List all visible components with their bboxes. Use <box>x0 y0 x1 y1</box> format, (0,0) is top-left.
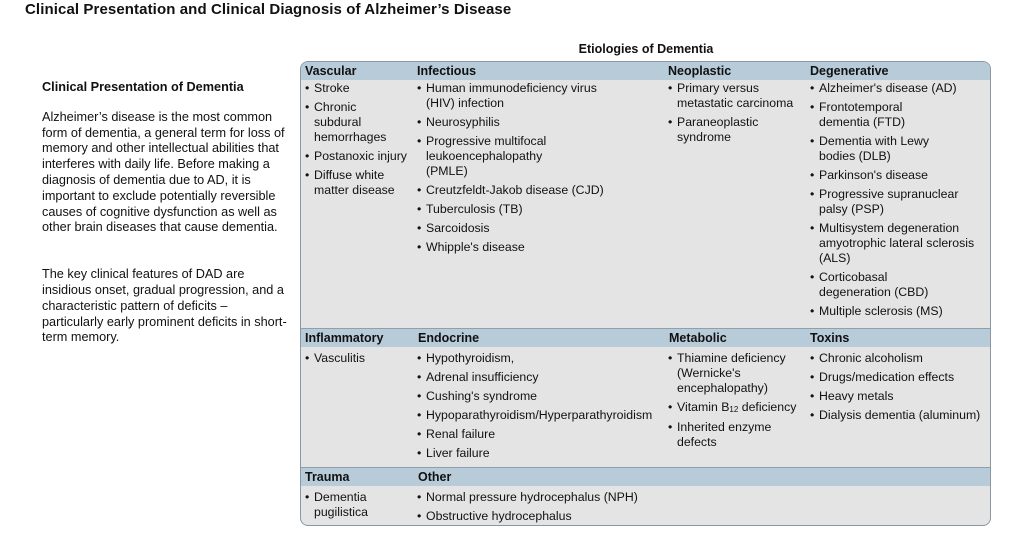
list-item: Drugs/medication effects <box>810 370 990 385</box>
list-item: Cushing's syndrome <box>417 389 667 404</box>
cell-toxins: Chronic alcoholism Drugs/medication effe… <box>810 351 990 427</box>
list-item: Tuberculosis (TB) <box>417 202 597 217</box>
list-item: Creutzfeldt-Jakob disease (CJD) <box>417 183 646 198</box>
header-endocrine: Endocrine <box>418 331 480 345</box>
cell-vascular: Stroke Chronic subdural hemorrhages Post… <box>305 81 413 202</box>
list-item: Dementia with Lewy bodies (DLB) <box>810 134 959 164</box>
list-item: Dementia pugilistica <box>305 490 384 520</box>
page-title: Clinical Presentation and Clinical Diagn… <box>25 1 512 18</box>
list-item: Corticobasal degeneration (CBD) <box>810 270 959 300</box>
list-item: Normal pressure hydrocephalus (NPH) <box>417 490 677 505</box>
list-item: Thiamine deficiency (Wernicke's encephal… <box>668 351 802 396</box>
list-item: Primary versus metastatic carcinoma <box>668 81 807 111</box>
list-item: Paraneoplastic syndrome <box>668 115 777 145</box>
list-item: Liver failure <box>417 446 667 461</box>
header-row-1: Vascular Infectious Neoplastic Degenerat… <box>301 62 990 80</box>
cell-inflammatory: Vasculitis <box>305 351 413 370</box>
sidebar-heading: Clinical Presentation of Dementia <box>42 80 244 94</box>
list-item: Multiple sclerosis (MS) <box>810 304 988 319</box>
list-item: Obstructive hydrocephalus <box>417 509 677 524</box>
header-row-3: Trauma Other <box>301 467 990 486</box>
list-item: Renal failure <box>417 427 667 442</box>
list-item: Dialysis dementia (aluminum) <box>810 408 990 423</box>
vitamin-tail: deficiency <box>738 400 797 414</box>
vitamin-subscript: 12 <box>729 405 739 414</box>
sidebar-paragraph-2: The key clinical features of DAD are ins… <box>42 267 287 345</box>
cell-metabolic: Thiamine deficiency (Wernicke's encephal… <box>668 351 808 454</box>
header-infectious: Infectious <box>417 64 477 78</box>
list-item: Alzheimer's disease (AD) <box>810 81 988 96</box>
cell-trauma: Dementia pugilistica <box>305 490 395 524</box>
list-item: Stroke <box>305 81 413 96</box>
vitamin-label: Vitamin B <box>677 400 730 414</box>
cell-endocrine: Hypothyroidism, Adrenal insufficiency Cu… <box>417 351 667 465</box>
list-item: Human immunodeficiency virus (HIV) infec… <box>417 81 597 111</box>
header-trauma: Trauma <box>305 470 350 484</box>
list-item: Neurosyphilis <box>417 115 597 130</box>
header-other: Other <box>418 470 452 484</box>
list-item: Postanoxic injury <box>305 149 413 164</box>
cell-neoplastic: Primary versus metastatic carcinoma Para… <box>668 81 806 149</box>
header-neoplastic: Neoplastic <box>668 64 732 78</box>
sidebar-paragraph-1: Alzheimer’s disease is the most common f… <box>42 109 285 235</box>
list-item: Adrenal insufficiency <box>417 370 667 385</box>
list-item: Vasculitis <box>305 351 413 366</box>
header-toxins: Toxins <box>810 331 850 345</box>
header-metabolic: Metabolic <box>669 331 727 345</box>
list-item: Hypothyroidism, <box>417 351 667 366</box>
cell-other: Normal pressure hydrocephalus (NPH) Obst… <box>417 490 677 525</box>
list-item: Diffuse white matter disease <box>305 168 413 198</box>
list-item: Chronic alcoholism <box>810 351 990 366</box>
list-item: Sarcoidosis <box>417 221 597 236</box>
cell-infectious: Human immunodeficiency virus (HIV) infec… <box>417 81 604 259</box>
header-vascular: Vascular <box>305 64 357 78</box>
list-item: Progressive multifocal leukoencephalopat… <box>417 134 586 179</box>
header-degenerative: Degenerative <box>810 64 889 78</box>
header-inflammatory: Inflammatory <box>305 331 384 345</box>
table-title: Etiologies of Dementia <box>578 42 714 56</box>
sidebar-text: Clinical Presentation of Dementia Alzhei… <box>42 80 292 346</box>
list-item: Frontotemporal dementia (FTD) <box>810 100 939 130</box>
list-item: Hypoparathyroidism/Hyperparathyroidism <box>417 408 667 423</box>
list-item: Whipple's disease <box>417 240 597 255</box>
list-item: Chronic subdural hemorrhages <box>305 100 386 145</box>
etiologies-table: Vascular Infectious Neoplastic Degenerat… <box>300 61 991 526</box>
list-item: Progressive supranuclear palsy (PSP) <box>810 187 974 217</box>
list-item: Multisystem degeneration amyotrophic lat… <box>810 221 979 266</box>
list-item: Inherited enzyme defects <box>668 420 792 450</box>
cell-degenerative: Alzheimer's disease (AD) Frontotemporal … <box>810 81 988 323</box>
list-item: Heavy metals <box>810 389 990 404</box>
list-item-vitamin: Vitamin B12 deficiency <box>668 400 808 416</box>
list-item: Parkinson's disease <box>810 168 988 183</box>
header-row-2: Inflammatory Endocrine Metabolic Toxins <box>301 328 990 347</box>
